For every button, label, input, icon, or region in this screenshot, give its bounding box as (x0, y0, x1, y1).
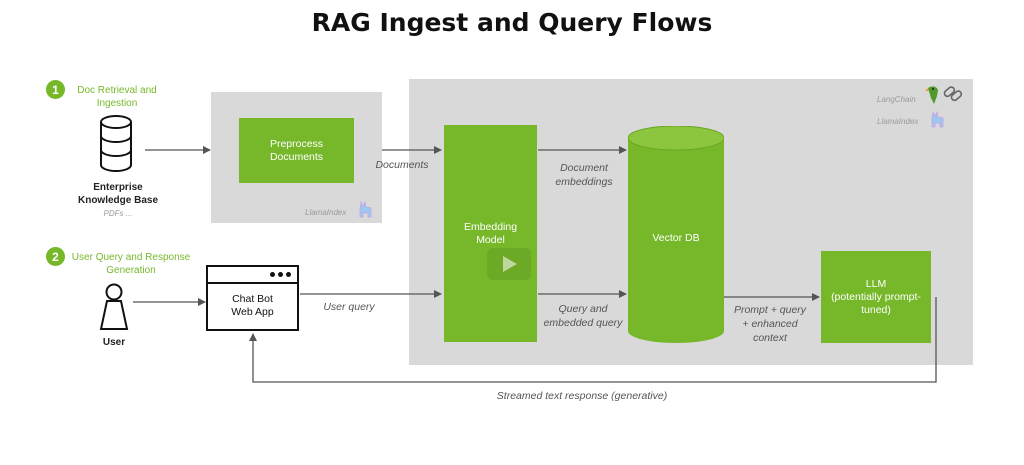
llm-box: LLM (potentially prompt- tuned) (821, 251, 931, 343)
step-2-label: User Query and Response Generation (71, 252, 191, 276)
parrot-chain-icon (925, 86, 963, 104)
arrow-llm-response-to-webapp (249, 297, 937, 383)
database-icon (100, 115, 132, 172)
window-titlebar (208, 267, 297, 284)
chat-bot-web-app: Chat Bot Web App (206, 265, 299, 331)
vector-db-cylinder (628, 126, 724, 343)
langchain-label: LangChain (877, 95, 916, 104)
step-2-badge: 2 (46, 247, 65, 266)
llama-icon (931, 110, 944, 128)
web-app-label: Chat Bot Web App (231, 293, 274, 318)
window-dot-icon (270, 272, 275, 277)
window-dot-icon (278, 272, 283, 277)
page-title: RAG Ingest and Query Flows (311, 8, 713, 37)
llamaindex-label: LlamaIndex (877, 117, 919, 126)
edge-label-user-query: User query (323, 301, 375, 313)
edge-label-prompt-context: Prompt + query + enhanced context (733, 304, 807, 344)
step-1-label: Doc Retrieval and Ingestion (77, 85, 157, 109)
embedding-model-box: Embedding Model (444, 125, 537, 342)
user-icon (99, 283, 129, 330)
llama-icon (359, 200, 372, 218)
window-dot-icon (286, 272, 291, 277)
step-1-badge: 1 (46, 80, 65, 99)
enterprise-kb-subtitle: PDFs ... (103, 209, 133, 218)
edge-label-query-embedded: Query and embedded query (543, 303, 623, 329)
play-icon (503, 256, 517, 272)
preprocess-llamaindex-tag: LlamaIndex (305, 208, 347, 217)
user-label: User (102, 337, 126, 348)
play-button[interactable] (487, 248, 531, 280)
edge-label-document-embeddings: Document embeddings (555, 162, 613, 188)
edge-label-documents: Documents (375, 159, 429, 171)
preprocess-documents-box: Preprocess Documents (239, 118, 354, 183)
edge-label-streamed-response: Streamed text response (generative) (496, 390, 668, 402)
enterprise-kb-label: Enterprise Knowledge Base (77, 182, 159, 206)
vector-db-label: Vector DB (652, 232, 700, 244)
